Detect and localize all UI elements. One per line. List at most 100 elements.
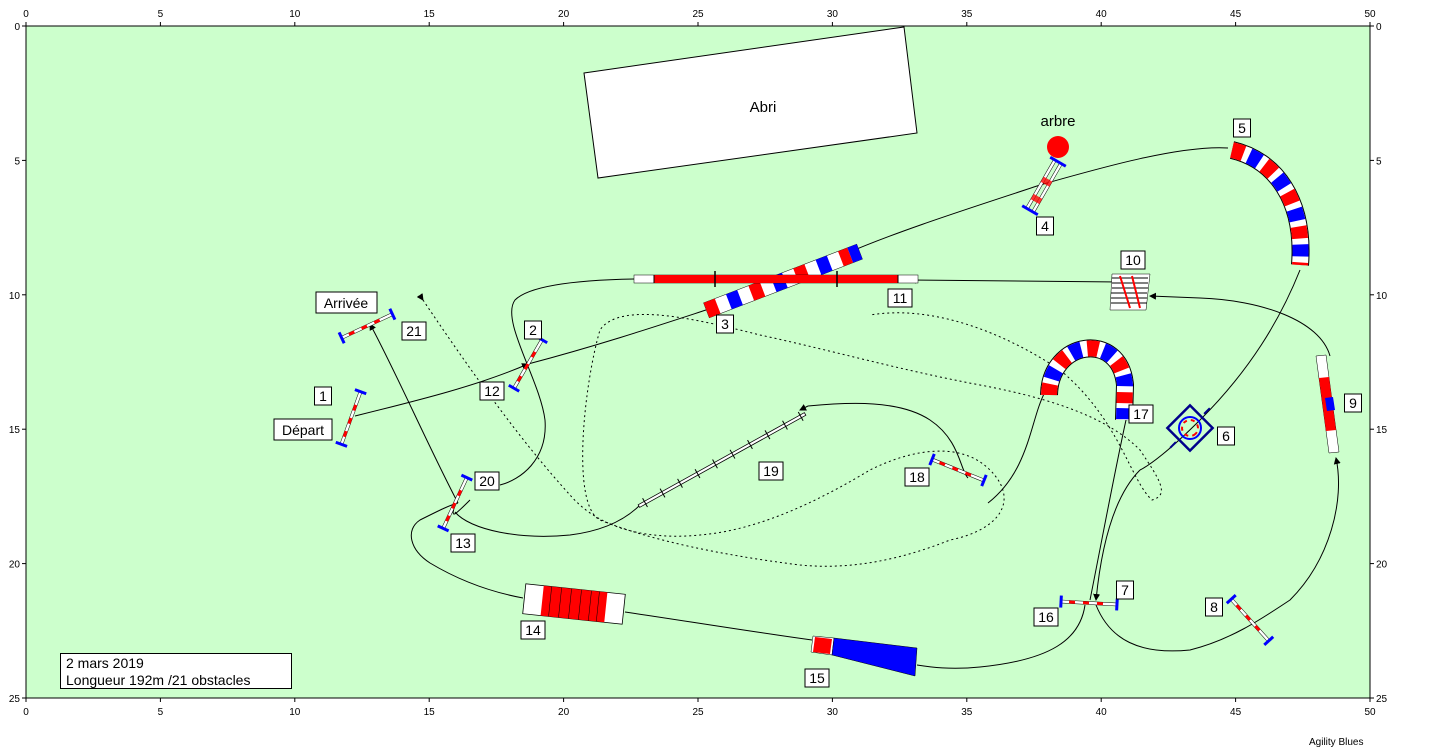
info-box: 2 mars 2019 Longueur 192m /21 obstacles bbox=[60, 653, 292, 689]
x-tick-label-bottom: 45 bbox=[1230, 707, 1242, 718]
x-tick-label-top: 30 bbox=[827, 9, 839, 20]
y-tick-label-left: 20 bbox=[9, 560, 21, 571]
svg-text:20: 20 bbox=[479, 473, 495, 489]
x-tick-label-bottom: 25 bbox=[692, 707, 704, 718]
tunnel-14 bbox=[522, 583, 626, 625]
finish-label-box: Arrivée bbox=[315, 291, 378, 314]
obstacle-number-2: 2 bbox=[524, 320, 542, 340]
svg-text:1: 1 bbox=[319, 388, 327, 404]
x-tick-label-bottom: 5 bbox=[158, 707, 164, 718]
y-tick-label-left: 5 bbox=[14, 156, 20, 167]
obstacle-number-19: 19 bbox=[758, 461, 784, 481]
svg-text:16: 16 bbox=[1038, 609, 1054, 625]
svg-text:12: 12 bbox=[484, 383, 500, 399]
shelter: Abri bbox=[583, 26, 918, 179]
jump-21 bbox=[337, 308, 397, 344]
tree: arbre bbox=[1040, 113, 1076, 158]
obstacle-number-8: 8 bbox=[1205, 597, 1223, 617]
svg-text:17: 17 bbox=[1133, 406, 1149, 422]
obstacle-number-16: 16 bbox=[1033, 607, 1059, 627]
finish-label: Arrivée bbox=[324, 295, 369, 311]
x-tick-label-top: 20 bbox=[558, 9, 570, 20]
tire-6 bbox=[1165, 403, 1215, 453]
course-length: Longueur 192m /21 obstacles bbox=[66, 672, 251, 688]
obstacle-number-21: 21 bbox=[401, 321, 427, 341]
y-tick-label-left: 0 bbox=[14, 22, 20, 33]
seesaw-19 bbox=[637, 411, 807, 508]
start-label-box: Départ bbox=[273, 418, 333, 441]
x-tick-label-bottom: 40 bbox=[1096, 707, 1108, 718]
course-date: 2 mars 2019 bbox=[66, 655, 144, 671]
x-tick-label-top: 45 bbox=[1230, 9, 1242, 20]
svg-text:15: 15 bbox=[809, 670, 825, 686]
svg-text:2: 2 bbox=[529, 322, 537, 338]
svg-text:5: 5 bbox=[1238, 120, 1246, 136]
x-tick-label-top: 5 bbox=[158, 9, 164, 20]
svg-text:6: 6 bbox=[1222, 428, 1230, 444]
svg-text:13: 13 bbox=[455, 535, 471, 551]
tree-label: arbre bbox=[1040, 113, 1075, 130]
svg-text:21: 21 bbox=[406, 323, 422, 339]
obstacle-number-4: 4 bbox=[1036, 216, 1054, 236]
svg-text:7: 7 bbox=[1121, 582, 1129, 598]
y-tick-label-left: 15 bbox=[9, 425, 21, 436]
shelter-label: Abri bbox=[750, 99, 777, 116]
svg-text:8: 8 bbox=[1210, 599, 1218, 615]
obstacle-number-13: 13 bbox=[450, 533, 476, 553]
dogwalk-11 bbox=[633, 271, 919, 287]
chute-15 bbox=[810, 635, 918, 677]
svg-text:4: 4 bbox=[1041, 218, 1049, 234]
svg-text:19: 19 bbox=[763, 463, 779, 479]
ruler: 0055101015152020252530303535404045455050… bbox=[9, 9, 1388, 718]
x-tick-label-bottom: 20 bbox=[558, 707, 570, 718]
obstacle-number-5: 5 bbox=[1233, 118, 1251, 138]
y-tick-label-right: 0 bbox=[1376, 22, 1382, 33]
y-tick-label-right: 25 bbox=[1376, 694, 1388, 705]
start-label: Départ bbox=[282, 422, 324, 438]
handler-path bbox=[416, 293, 1162, 567]
x-tick-label-bottom: 15 bbox=[424, 707, 436, 718]
x-tick-label-top: 35 bbox=[961, 9, 973, 20]
svg-text:11: 11 bbox=[893, 290, 908, 306]
obstacle-number-18: 18 bbox=[904, 467, 930, 487]
svg-text:3: 3 bbox=[721, 316, 729, 332]
x-tick-label-bottom: 30 bbox=[827, 707, 839, 718]
obstacle-number-15: 15 bbox=[804, 668, 830, 688]
obstacle-number-6: 6 bbox=[1217, 426, 1235, 446]
x-tick-label-top: 15 bbox=[424, 9, 436, 20]
obstacle-number-10: 10 bbox=[1120, 250, 1146, 270]
obstacle-number-11: 11 bbox=[887, 288, 913, 308]
x-tick-label-bottom: 35 bbox=[961, 707, 973, 718]
jump-7 bbox=[1059, 595, 1119, 611]
x-tick-label-top: 0 bbox=[23, 9, 29, 20]
obstacle-number-7: 7 bbox=[1116, 580, 1134, 600]
svg-text:18: 18 bbox=[909, 469, 925, 485]
tunnel-17 bbox=[1040, 339, 1135, 421]
x-tick-label-top: 10 bbox=[289, 9, 301, 20]
x-tick-label-bottom: 10 bbox=[289, 707, 301, 718]
obstacle-number-3: 3 bbox=[716, 314, 734, 334]
x-tick-label-bottom: 50 bbox=[1364, 707, 1376, 718]
y-tick-label-left: 10 bbox=[9, 291, 21, 302]
x-tick-label-top: 25 bbox=[692, 9, 704, 20]
weave-10 bbox=[1109, 273, 1151, 311]
y-tick-label-right: 15 bbox=[1376, 425, 1388, 436]
jump-8 bbox=[1225, 594, 1275, 646]
x-tick-label-top: 40 bbox=[1096, 9, 1108, 20]
y-tick-label-right: 10 bbox=[1376, 291, 1388, 302]
jump-4 bbox=[1021, 155, 1067, 217]
obstacle-number-9: 9 bbox=[1344, 393, 1362, 413]
y-tick-label-right: 20 bbox=[1376, 560, 1388, 571]
obstacle-number-12: 12 bbox=[479, 381, 505, 401]
svg-text:10: 10 bbox=[1125, 252, 1141, 268]
obstacle-number-1: 1 bbox=[314, 386, 332, 406]
jump-18 bbox=[928, 453, 988, 487]
y-tick-label-left: 25 bbox=[9, 694, 21, 705]
x-tick-label-bottom: 0 bbox=[23, 707, 29, 718]
jump-13 bbox=[437, 473, 473, 533]
tunnel-5 bbox=[1229, 141, 1310, 266]
svg-text:14: 14 bbox=[525, 622, 541, 638]
obstacle-number-20: 20 bbox=[474, 471, 500, 491]
